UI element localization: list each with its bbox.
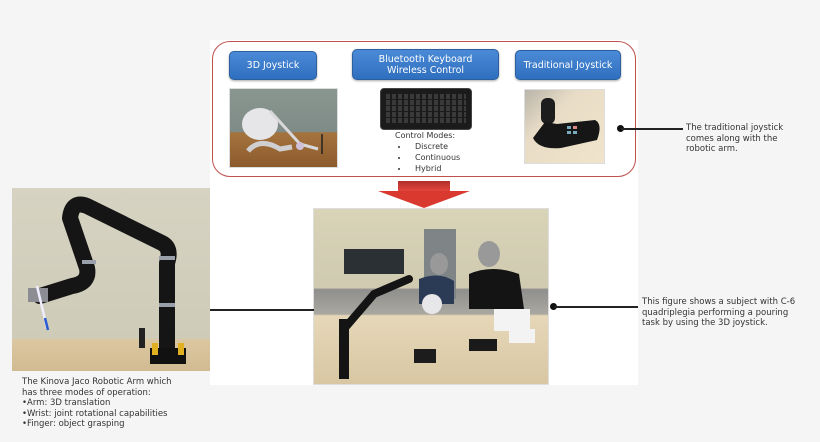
mode-finger: •Finger: object grasping xyxy=(22,419,125,429)
connector-dot-subject xyxy=(550,303,557,310)
traditional-joystick-device-icon xyxy=(533,98,600,149)
kinova-jaco-arm-photo xyxy=(12,188,210,371)
mode-wrist: •Wrist: joint rotational capabilities xyxy=(22,408,168,419)
control-modes-title: Control Modes: xyxy=(395,131,456,140)
connector-line-subject xyxy=(554,306,638,308)
traditional-joystick-label: Traditional Joystick xyxy=(515,50,621,80)
mode-arm: •Arm: 3D translation xyxy=(22,398,111,408)
subject-photo-caption: This figure shows a subject with C-6 qua… xyxy=(642,297,820,329)
caption-line: quadriplegia performing a pouring xyxy=(642,307,789,318)
robotic-arm-icon xyxy=(28,196,186,364)
caption-line: This figure shows a subject with C-6 xyxy=(642,297,796,307)
down-arrow-icon xyxy=(378,181,470,208)
caption-line: The traditional joystick xyxy=(686,123,784,133)
traditional-joystick-photo xyxy=(524,89,605,164)
bluetooth-keyboard-text-line2: Wireless Control xyxy=(386,64,465,76)
control-modes-list: Control Modes: Discrete Continuous Hybri… xyxy=(395,130,495,174)
input-devices-frame xyxy=(212,41,636,177)
3d-joystick-label: 3D Joystick xyxy=(229,51,317,80)
control-mode-discrete: Discrete xyxy=(409,141,495,152)
3d-joystick-text: 3D Joystick xyxy=(246,60,300,71)
connector-dot-traditional xyxy=(617,125,624,132)
connector-line-arm xyxy=(210,309,314,311)
traditional-joystick-text: Traditional Joystick xyxy=(523,59,613,71)
caption-line: robotic arm. xyxy=(686,144,738,154)
robotic-arm-caption: The Kinova Jaco Robotic Arm which has th… xyxy=(22,377,222,430)
caption-line: task by using the 3D joystick. xyxy=(642,318,768,328)
traditional-joystick-caption: The traditional joystick comes along wit… xyxy=(686,123,816,155)
caption-line: has three modes of operation: xyxy=(22,387,151,398)
bluetooth-keyboard-text-line1: Bluetooth Keyboard xyxy=(378,53,473,65)
caption-line: The Kinova Jaco Robotic Arm which xyxy=(22,377,172,387)
3d-joystick-photo xyxy=(229,88,338,168)
lab-scene-icon xyxy=(339,229,535,379)
bluetooth-keyboard-label: Bluetooth Keyboard Wireless Control xyxy=(352,49,499,80)
control-mode-continuous: Continuous xyxy=(409,152,495,163)
keyboard-keys-icon xyxy=(386,94,466,124)
control-mode-hybrid: Hybrid xyxy=(409,163,495,174)
connector-line-traditional xyxy=(621,128,683,130)
caption-line: comes along with the xyxy=(686,133,778,144)
bluetooth-keyboard-image xyxy=(380,88,472,130)
3d-joystick-device-icon xyxy=(242,108,323,154)
subject-lab-photo xyxy=(313,208,549,385)
